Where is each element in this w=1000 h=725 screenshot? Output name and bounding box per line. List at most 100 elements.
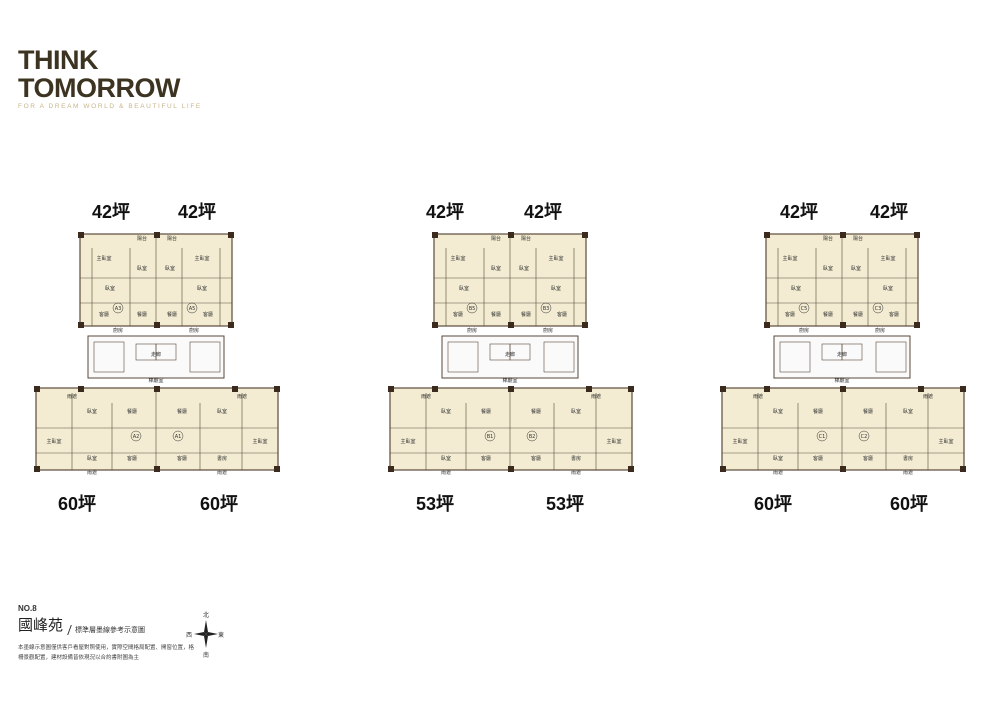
size-label-plan1-bl: 60坪: [58, 494, 97, 514]
room-label-27: 雨遮: [591, 393, 601, 400]
size-label-plan2-bl: 53坪: [416, 494, 455, 514]
room-label-17: 臥室: [441, 408, 451, 415]
room-label-15: 走廊: [837, 351, 847, 358]
size-label-plan2-br: 53坪: [546, 494, 585, 514]
unit-label-B2: B2: [529, 434, 536, 440]
unit-label-A3: A3: [115, 306, 122, 312]
room-label-17: 臥室: [773, 408, 783, 415]
room-label-4: 臥室: [791, 285, 801, 292]
unit-label-A2: A2: [133, 434, 140, 440]
plan-legend: NO.8 國峰苑 標準層墨線參考示意圖 本墨線示意圖僅供客戶看屋對照使用，實際空…: [18, 604, 258, 663]
brand-logo: THINK TOMORROW FOR A DREAM WORLD & BEAUT…: [18, 46, 202, 110]
room-label-29: 雨遮: [217, 469, 227, 476]
room-label-2: 臥室: [137, 265, 147, 272]
unit-label-A5: A5: [189, 306, 196, 312]
room-label-25: 書房: [903, 455, 913, 462]
compass-north: 北: [203, 612, 210, 619]
unit-marker-2: [130, 430, 142, 442]
room-label-19: 餐廳: [863, 408, 873, 415]
room-label-8: 餐廳: [167, 311, 177, 318]
pillar-1: [154, 232, 160, 238]
compass-rose: 北 南 東 西: [186, 610, 225, 659]
unit-marker-1: [540, 302, 552, 314]
room-label-26: 雨遮: [67, 393, 77, 400]
pillar-0: [78, 232, 84, 238]
unit-marker-3: [526, 430, 538, 442]
pillar-7: [78, 386, 84, 392]
room-label-9: 客廳: [557, 311, 567, 318]
room-label-0: 主臥室: [782, 255, 797, 262]
bottom-block: [721, 387, 965, 471]
unit-marker-2: [484, 430, 496, 442]
room-label-24: 客廳: [863, 455, 873, 462]
room-label-1: 主臥室: [880, 255, 895, 262]
unit-label-C1: C1: [819, 434, 826, 440]
room-label-11: 陽台: [853, 235, 863, 242]
room-label-1: 主臥室: [194, 255, 209, 262]
core-room-1: [875, 341, 907, 373]
pillar-6: [34, 386, 40, 392]
unit-label-C3: C3: [875, 306, 882, 312]
room-label-10: 陽台: [823, 235, 833, 242]
compass-east: 東: [218, 632, 225, 639]
unit-label-B3: B3: [543, 306, 550, 312]
room-label-14: 梯廳室: [834, 377, 849, 384]
pillar-5: [228, 322, 234, 328]
pillar-10: [628, 386, 634, 392]
room-label-20: 臥室: [217, 408, 227, 415]
compass-star-icon: [194, 620, 218, 648]
unit-marker-3: [858, 430, 870, 442]
size-label-plan3-bl: 60坪: [754, 494, 793, 514]
core-room-0: [447, 341, 479, 373]
room-label-9: 客廳: [889, 311, 899, 318]
room-label-22: 臥室: [441, 455, 451, 462]
unit-marker-3: [172, 430, 184, 442]
room-label-28: 雨遮: [87, 469, 97, 476]
pillar-11: [34, 466, 40, 472]
room-label-7: 餐廳: [137, 311, 147, 318]
pillar-5: [914, 322, 920, 328]
pillar-7: [764, 386, 770, 392]
core-room-1: [543, 341, 575, 373]
size-label-plan2-tr: 42坪: [524, 202, 563, 222]
room-label-5: 臥室: [551, 285, 561, 292]
core-room-0: [779, 341, 811, 373]
core-room-3: [509, 343, 531, 361]
room-label-16: 主臥室: [400, 438, 415, 445]
room-label-13: 廚房: [189, 327, 199, 334]
room-label-21: 主臥室: [606, 438, 621, 445]
unit-marker-1: [872, 302, 884, 314]
pillar-8: [840, 386, 846, 392]
pillar-9: [918, 386, 924, 392]
pillar-6: [388, 386, 394, 392]
room-label-3: 臥室: [519, 265, 529, 272]
room-label-26: 雨遮: [421, 393, 431, 400]
room-label-20: 臥室: [903, 408, 913, 415]
brand-tagline: FOR A DREAM WORLD & BEAUTIFUL LIFE: [18, 103, 202, 110]
pillar-10: [960, 386, 966, 392]
pillar-13: [274, 466, 280, 472]
pillar-12: [840, 466, 846, 472]
unit-label-B5: B5: [469, 306, 476, 312]
room-label-23: 客廳: [481, 455, 491, 462]
size-label-plan3-tr: 42坪: [870, 202, 909, 222]
core-room-1: [189, 341, 221, 373]
room-label-20: 臥室: [571, 408, 581, 415]
room-label-15: 走廊: [505, 351, 515, 358]
room-label-4: 臥室: [105, 285, 115, 292]
room-label-22: 臥室: [773, 455, 783, 462]
room-label-19: 餐廳: [531, 408, 541, 415]
room-label-23: 客廳: [813, 455, 823, 462]
pillar-4: [154, 322, 160, 328]
size-label-plan1-br: 60坪: [200, 494, 239, 514]
room-label-8: 餐廳: [521, 311, 531, 318]
room-label-13: 廚房: [875, 327, 885, 334]
legend-subtitle-box: 標準層墨線參考示意圖: [67, 625, 147, 635]
pillar-7: [432, 386, 438, 392]
room-label-7: 餐廳: [491, 311, 501, 318]
